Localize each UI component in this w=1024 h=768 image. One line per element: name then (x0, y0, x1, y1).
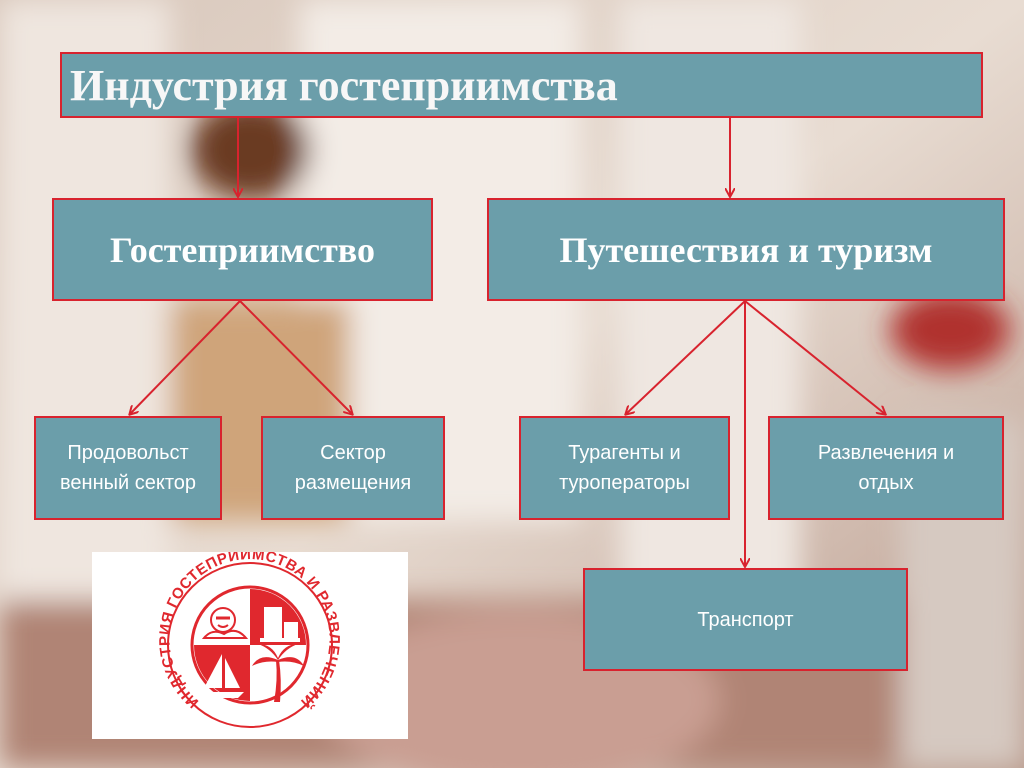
node-transport: Транспорт (583, 568, 908, 671)
node-travel-agents: Турагенты и туроператоры (519, 416, 730, 520)
node-hospitality-label: Гостеприимство (110, 229, 375, 271)
node-agents-label: Турагенты и туроператоры (521, 438, 728, 498)
node-leisure-label: Развлечения и отдых (770, 438, 1002, 498)
diagram-title: Индустрия гостеприимства (60, 52, 983, 118)
hospitality-industry-logo: ИНДУСТРИЯ ГОСТЕПРИИМСТВА И РАЗВЛЕЧЕНИЙ (92, 552, 408, 739)
node-hospitality: Гостеприимство (52, 198, 433, 301)
node-transport-label: Транспорт (697, 605, 793, 635)
arrow-travel-to-agents (626, 301, 745, 414)
node-food-sector: Продовольст венный сектор (34, 416, 222, 520)
node-food-label: Продовольст венный сектор (36, 438, 220, 498)
arrow-travel-to-leisure (745, 301, 885, 414)
node-lodging-label: Сектор размещения (263, 438, 443, 498)
title-text: Индустрия гостеприимства (70, 60, 618, 111)
node-leisure: Развлечения и отдых (768, 416, 1004, 520)
node-travel-tourism: Путешествия и туризм (487, 198, 1005, 301)
node-travel-label: Путешествия и туризм (560, 229, 933, 271)
arrow-hospitality-to-lodging (240, 301, 352, 414)
arrow-hospitality-to-food (130, 301, 240, 414)
node-lodging-sector: Сектор размещения (261, 416, 445, 520)
